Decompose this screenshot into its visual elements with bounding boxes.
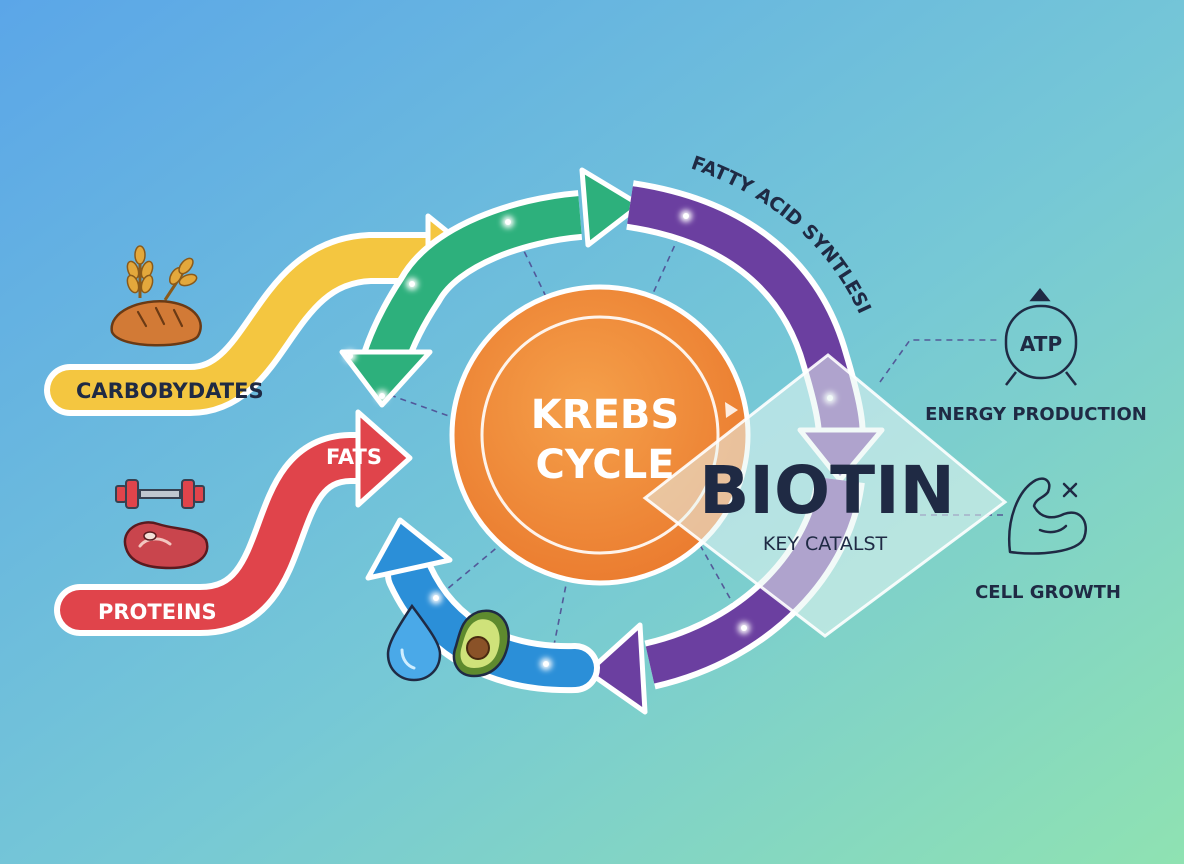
krebs-title-line2: CYCLE [535, 442, 674, 488]
biotin-title: BIOTIN [699, 452, 955, 529]
cell-growth-label: CELL GROWTH [975, 582, 1121, 603]
energy-production-label: ENERGY PRODUCTION [925, 404, 1147, 425]
biotin-subtitle: KEY CATALST [763, 533, 888, 555]
krebs-title-line1: KREBS [531, 392, 679, 438]
carbohydrates-label: CARBOBYDATES [76, 379, 264, 403]
proteins-label: PROTEINS [98, 600, 217, 624]
atp-label: ATP [1020, 332, 1062, 356]
fats-label: FATS [326, 445, 382, 469]
